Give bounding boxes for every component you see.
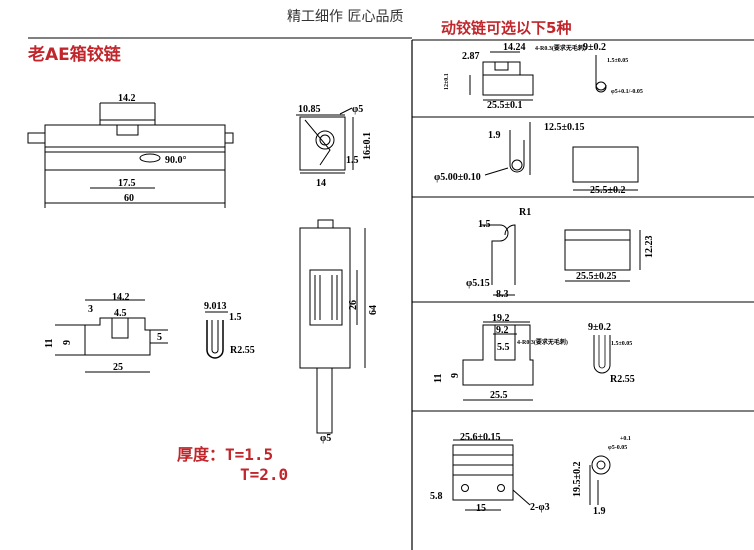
opt4-clip-w: 9±0.2 — [588, 322, 611, 333]
opt1-note: 4-R0.3(要求无毛刺) — [535, 44, 586, 52]
top-overall: 64 — [368, 305, 379, 315]
opt5-mid: 15 — [476, 503, 486, 514]
opt4-w: 19.2 — [492, 313, 510, 324]
opt1-clip-w: 9±0.2 — [583, 42, 606, 53]
opt1-left: 2.87 — [462, 51, 480, 62]
opt4-mid: 9.2 — [496, 325, 509, 336]
end-left-h: 11 — [44, 339, 55, 348]
left-title: 老AE箱铰链 — [28, 45, 121, 65]
opt3-hole: φ5.15 — [466, 278, 490, 289]
opt5-t: 1.9 — [593, 506, 606, 517]
opt4-mid-h: 9 — [450, 373, 461, 378]
option-2 — [484, 122, 639, 191]
front-total-length: 60 — [124, 193, 134, 204]
opt4-clip-t: 1.5±0.05 — [611, 341, 632, 347]
right-title: 动铰链可选以下5种 — [441, 19, 572, 37]
opt2-base: 25.5±0.2 — [590, 185, 626, 196]
opt3-base: 25.5±0.25 — [576, 271, 617, 282]
top-inner: 26 — [348, 300, 359, 310]
opt5-height: 19.5±0.2 — [572, 462, 583, 498]
opt4-slot: 5.5 — [497, 342, 510, 353]
opt4-base: 25.5 — [490, 390, 508, 401]
end-width: 14.2 — [112, 292, 130, 303]
side-height: 16±0.1 — [362, 132, 373, 160]
end-mid-h: 9 — [62, 340, 73, 345]
end-base: 25 — [113, 362, 123, 373]
end-slot: 4.5 — [114, 308, 127, 319]
front-view — [27, 102, 234, 208]
opt4-clip-r: R2.55 — [610, 374, 635, 385]
front-bottom-width: 17.5 — [118, 178, 136, 189]
header-slogan: 精工细作 匠心品质 — [287, 9, 404, 25]
opt3-t: 1.5 — [478, 219, 491, 230]
opt1-height: 12±0.1 — [444, 73, 450, 90]
opt5-holes: 2-φ3 — [530, 502, 550, 513]
end-view — [55, 299, 168, 373]
opt5-top: 25.6±0.15 — [460, 432, 501, 443]
opt1-top: 14.24 — [503, 42, 526, 53]
opt5-left: 5.8 — [430, 491, 443, 502]
opt1-clip-hole: φ5+0.1/-0.05 — [611, 89, 643, 95]
option-3 — [480, 224, 641, 296]
clip-view — [205, 311, 228, 359]
opt4-note: 4-R0.3(要求无毛刺) — [517, 338, 568, 346]
opt2-hole: φ5.00±0.10 — [434, 172, 481, 183]
opt4-left-h: 11 — [433, 374, 444, 383]
side-thickness: 1.5 — [346, 155, 359, 166]
option-4 — [462, 321, 611, 401]
top-view — [299, 219, 366, 434]
side-width: 10.85 — [298, 104, 321, 115]
opt2-h: 12.5±0.15 — [544, 122, 585, 133]
side-hole: φ5 — [352, 104, 363, 115]
end-right-h: 5 — [157, 332, 162, 343]
top-pin: φ5 — [320, 433, 331, 444]
clip-width: 9.013 — [204, 301, 227, 312]
opt5-hole: φ5-0.05 — [608, 445, 627, 451]
opt1-base: 25.5±0.1 — [487, 100, 523, 111]
opt3-side: 12.23 — [644, 236, 655, 259]
opt3-h: 8.3 — [496, 289, 509, 300]
option-1 — [469, 51, 607, 101]
opt1-clip-t: 1.5±0.05 — [607, 58, 628, 64]
thickness-alt: T=2.0 — [240, 465, 289, 484]
opt2-w: 1.9 — [488, 130, 501, 141]
front-top-width: 14.2 — [118, 93, 136, 104]
thickness-label: 厚度：T=1.5 — [177, 445, 274, 464]
clip-radius: R2.55 — [230, 345, 255, 356]
option-5 — [452, 439, 611, 511]
clip-thickness: 1.5 — [229, 312, 242, 323]
side-view — [296, 107, 354, 174]
side-base: 14 — [316, 178, 326, 189]
end-step: 3 — [88, 304, 93, 315]
opt3-r: R1 — [519, 207, 531, 218]
front-angle: 90.0° — [165, 155, 187, 166]
opt5-tol: +0.1 — [620, 436, 631, 442]
